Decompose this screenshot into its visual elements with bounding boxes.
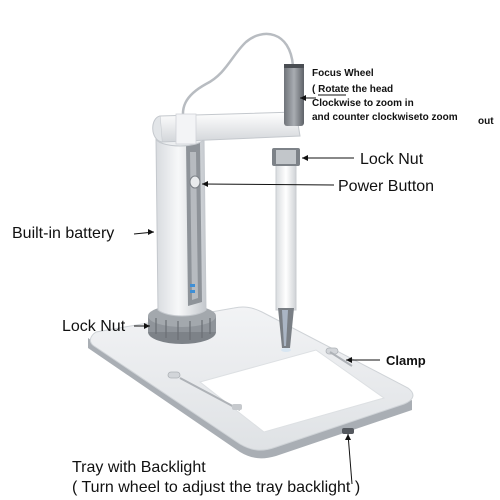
arrowhead-focus	[300, 95, 306, 101]
microscope-pole	[275, 149, 297, 311]
backlight-wheel	[342, 428, 354, 434]
clamp-label: Clamp	[386, 353, 426, 368]
clamp-right	[325, 347, 353, 367]
arrowhead-battery	[148, 229, 154, 235]
focus-note-line-3: and counter clockwiseto zoom	[312, 112, 458, 123]
top-lock-nut	[272, 148, 300, 166]
power-button-leader	[201, 183, 335, 186]
focus-note-line-1: ( Rotate the head	[312, 84, 393, 95]
tray-label-line-1: Tray with Backlight	[72, 459, 206, 476]
focus-wheel-head	[284, 64, 304, 126]
power-button	[189, 175, 201, 189]
focus-note-line-3-end: out	[478, 116, 494, 127]
arrowhead-lock-bottom	[144, 323, 150, 329]
focus-note-line-2: Clockwise to zoom in	[312, 98, 414, 109]
arrowhead-lock-top	[302, 155, 308, 161]
arrowhead-tray	[345, 434, 351, 440]
horizontal-arm	[152, 111, 301, 145]
lens-tip	[278, 308, 294, 352]
main-column	[155, 129, 207, 317]
backlit-tray	[198, 349, 386, 433]
lock-nut-bottom-label: Lock Nut	[62, 318, 126, 335]
tray-leader	[347, 433, 353, 485]
tray-label-line-2: ( Turn wheel to adjust the tray backligh…	[72, 479, 360, 496]
arrowhead-clamp	[346, 357, 352, 363]
power-button-label: Power Button	[338, 178, 434, 195]
usb-cable	[181, 32, 295, 129]
clamp-left	[167, 371, 242, 411]
lock-nut-top-label: Lock Nut	[360, 151, 424, 168]
focus-wheel-title: Focus Wheel	[312, 68, 374, 79]
arrowhead-power	[202, 181, 208, 187]
builtin-battery-label: Built-in battery	[12, 225, 114, 242]
